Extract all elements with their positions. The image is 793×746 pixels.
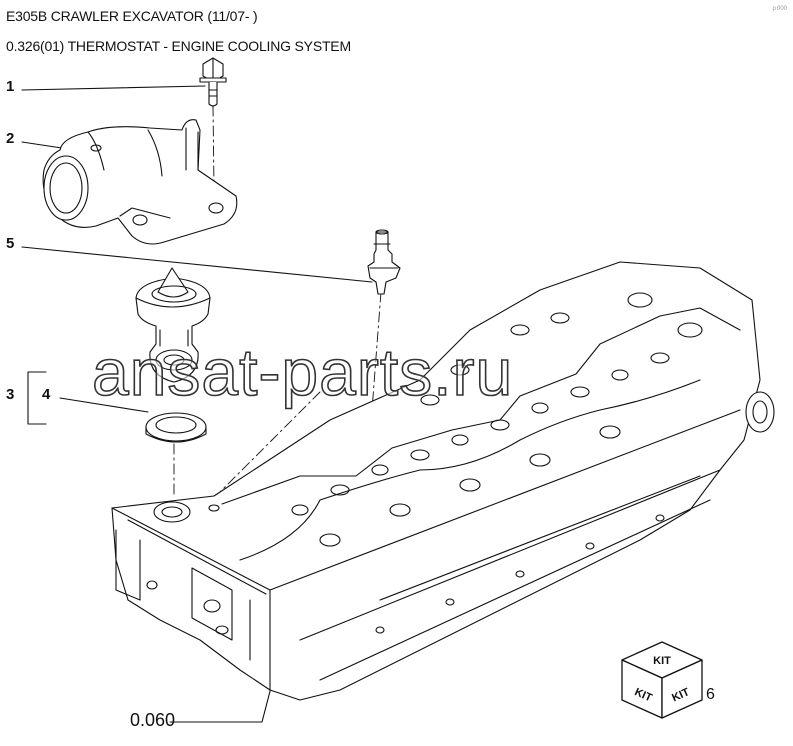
watermark: ansat-parts.ru — [91, 334, 514, 410]
corner-mark: p 000 — [772, 6, 787, 12]
thermostat-housing-part-2 — [42, 119, 238, 245]
leader-1 — [21, 85, 206, 91]
kit-cube-top-label: KIT — [653, 655, 671, 667]
kit-number: 6 — [706, 686, 715, 703]
bracket-3 — [27, 371, 47, 425]
centerlines — [173, 105, 382, 499]
seal-ring-part-4 — [145, 412, 207, 443]
thermostat-part-3 — [135, 267, 211, 383]
callout-1: 1 — [6, 78, 15, 95]
callout-3: 3 — [6, 386, 15, 403]
callout-2: 2 — [6, 130, 15, 147]
bolt-part-1 — [199, 57, 227, 107]
leader-5 — [21, 246, 373, 283]
leader-4 — [59, 397, 149, 413]
bleed-valve-part-5 — [367, 229, 401, 295]
callout-5: 5 — [6, 235, 15, 252]
kit-cube-icon: KIT KIT KIT — [621, 641, 703, 719]
callout-4: 4 — [42, 386, 51, 403]
model-title: E305B CRAWLER EXCAVATOR (11/07- ) — [6, 8, 258, 24]
cylinder-head — [111, 261, 775, 701]
reference-label: 0.060 — [130, 710, 176, 730]
section-title: 0.326(01) THERMOSTAT - ENGINE COOLING SY… — [6, 38, 351, 54]
